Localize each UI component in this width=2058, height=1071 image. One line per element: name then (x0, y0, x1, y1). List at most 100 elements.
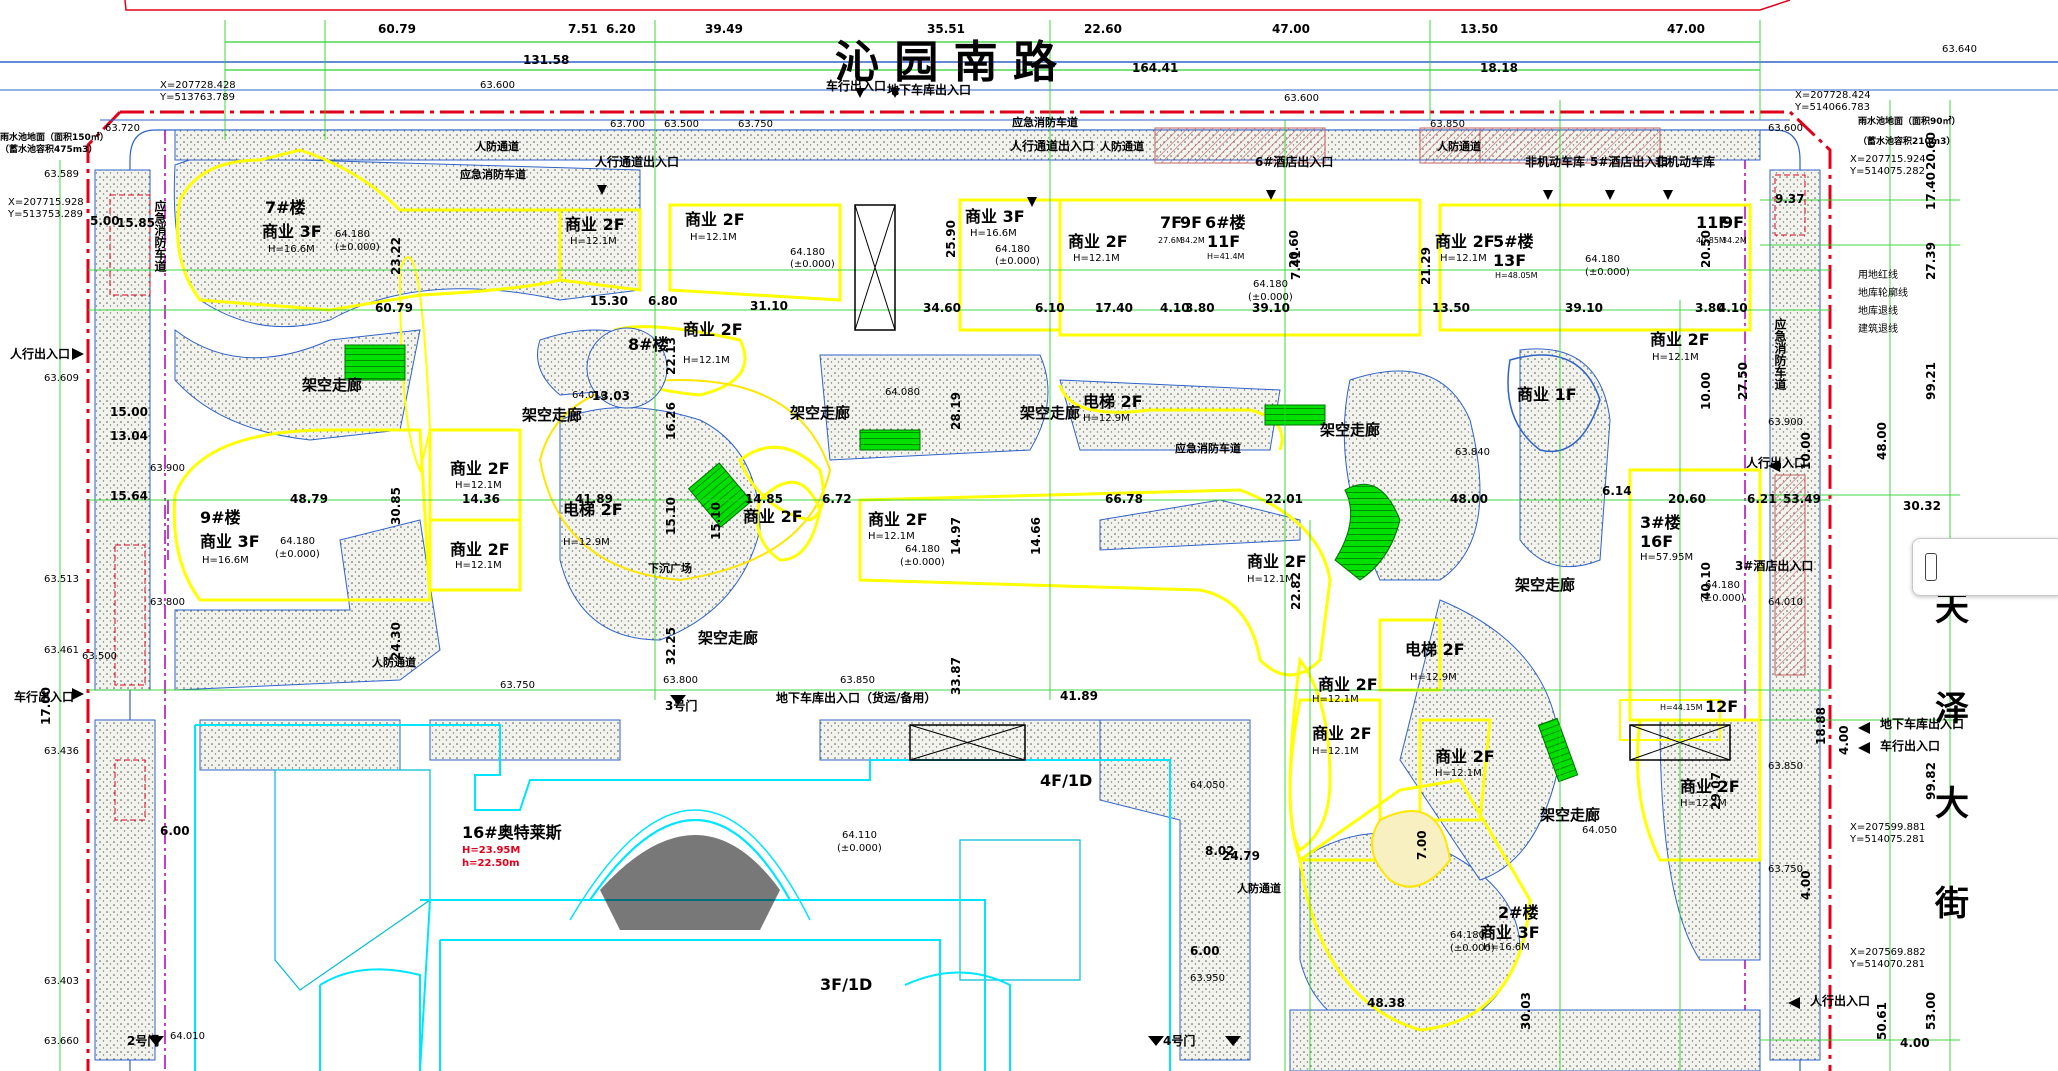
building-label: 电梯 2F (1083, 392, 1143, 411)
ime-toolbar[interactable] (1912, 538, 2058, 596)
height-label: H=12.1M (1435, 768, 1482, 779)
dim-label: 7.41 (1289, 250, 1303, 280)
dim-label: 39.10 (1565, 301, 1603, 315)
dim-label: 13.03 (592, 389, 630, 403)
elevation-label: 63.700 (610, 119, 645, 130)
elevation-label: 63.640 (1942, 44, 1977, 55)
building-label: 商业 2F (1318, 675, 1378, 694)
building-commerce-1f: 商业 1F (1517, 385, 1577, 404)
fire-lane-label: 应急消防车道 (1012, 115, 1078, 129)
building-label: 商业 2F (743, 507, 803, 526)
elevation-label: 64.180 (1253, 279, 1288, 290)
elevation-label: 64.110 (842, 830, 877, 841)
dim-label: 17.00 (39, 687, 53, 725)
elevation-label: 63.589 (44, 169, 79, 180)
ped-passage-label: 人行通道出入口 (1010, 138, 1094, 153)
ped-entrance-label: 人行出入口 (10, 346, 70, 361)
elevation-label: 63.660 (44, 1036, 79, 1047)
building-label: 商业 2F (685, 210, 745, 229)
civil-defense-label: 人防通道 (1437, 139, 1481, 153)
building-label: 3#楼 (1640, 513, 1681, 532)
dim-label: 13.50 (1460, 22, 1498, 36)
height-label: H=16.6M (970, 228, 1017, 239)
building-label: 商业 3F (1480, 923, 1540, 942)
fire-lane-label: 应急消防车道 (153, 199, 167, 273)
dim-label: 48.38 (1367, 996, 1405, 1010)
skybridge-label: 架空走廊 (521, 406, 582, 424)
coordinate-y: Y=514066.783 (1794, 102, 1870, 113)
dim-label: 17.40 (1095, 301, 1133, 315)
elevation-label: 63.609 (44, 373, 79, 384)
building-label: 商业 3F (965, 207, 1025, 226)
site-notes: 应急消防车道 应急消防车道 应急消防车道 人防通道 人防通道 人防通道 人防通道… (0, 115, 1961, 895)
elevation-label: 63.750 (738, 119, 773, 130)
building-commerce-9b: 商业 2F H=12.1M (450, 540, 510, 571)
dim-label: 10.00 (1799, 432, 1813, 470)
building-label: 2#楼 (1498, 903, 1539, 922)
svg-text:大: 大 (1935, 784, 1969, 824)
ime-handle[interactable] (1925, 553, 1937, 581)
dim-label: 22.01 (1265, 492, 1303, 506)
elevation-label: 64.180 (995, 244, 1030, 255)
height-label: H=12.1M (455, 560, 502, 571)
height-label: H=44.15M (1660, 703, 1703, 712)
building-tower-12f: 12F H=44.15M (1660, 697, 1738, 716)
skybridge-label: 架空走廊 (789, 404, 850, 422)
elevation-label: 64.050 (1582, 825, 1617, 836)
height-label: H=12.1M (1073, 253, 1120, 264)
coordinate-x: X=207569.882 (1850, 947, 1926, 958)
dim-label: 32.25 (664, 627, 678, 665)
dim-label: 48.79 (290, 492, 328, 506)
dim-label: 23.22 (389, 237, 403, 275)
dim-label: 22.60 (1084, 22, 1122, 36)
dim-label: 4.10 (1718, 301, 1748, 315)
elevation-label: 63.600 (1284, 93, 1319, 104)
elevation-label: 63.500 (664, 119, 699, 130)
building-tower-9f-b: 9F 34.2M (1722, 213, 1747, 245)
elevation-label: 64.180 (1705, 580, 1740, 591)
building-commerce-3: 商业 3F H=16.6M 64.180 (±0.000) (965, 207, 1040, 267)
dim-label: 48.00 (1450, 492, 1488, 506)
building-commerce-se2: 商业 2F H=12.1M (1312, 724, 1372, 757)
dim-label: 29.07 (1709, 772, 1723, 810)
elevation-label: (±0.000) (837, 843, 882, 854)
stair-6 (1537, 717, 1579, 783)
building-elevator-1: 电梯 2F H=12.9M (1083, 392, 1143, 424)
coordinate-y: Y=514075.281 (1849, 834, 1925, 845)
height-label: 27.6M (1158, 236, 1183, 245)
rain-pool-label: 雨水池地面（面积150㎡） (0, 131, 109, 143)
height-label: H=12.1M (1652, 352, 1699, 363)
building-label: 商业 3F (200, 532, 260, 551)
elevation-label: 63.403 (44, 976, 79, 987)
dim-label: 10.00 (1699, 372, 1713, 410)
building-label: 8#楼 (628, 335, 669, 354)
building-tower-7f: 7F 27.6M (1158, 213, 1183, 245)
dim-label: 28.19 (949, 392, 963, 430)
legend-item: 地库退线 (1858, 304, 1898, 317)
dim-label: 22.82 (1289, 572, 1303, 610)
building-label: 商业 2F (1435, 232, 1495, 251)
sunken-plaza-label: 下沉广场 (648, 561, 692, 575)
vertical-dimensions: 23.22 25.90 20.60 21.29 20.50 22.13 16.2… (39, 132, 1938, 1040)
height-label: H=16.6M (268, 244, 315, 255)
dim-label: 5.00 (90, 214, 120, 228)
building-label: 商业 2F (1680, 777, 1740, 796)
stair-1 (344, 344, 406, 381)
dim-label: 9.37 (1775, 192, 1805, 206)
height-label: 40.85M (1696, 236, 1726, 245)
building-label: 7#楼 (265, 198, 306, 217)
fire-lane-label: 应急消防车道 (1773, 317, 1787, 391)
dim-label: 13.04 (110, 429, 148, 443)
dim-label: 47.00 (1272, 22, 1310, 36)
building-6: 6#楼 11F H=41.4M 64.180 (±0.000) (1205, 213, 1293, 303)
elevation-label: 64.180 (1585, 254, 1620, 265)
height-label: H=12.1M (683, 355, 730, 366)
elevation-label: 64.010 (572, 390, 607, 401)
height-label: H=12.1M (1680, 798, 1727, 809)
stair-3 (859, 429, 921, 451)
dim-label: 15.85 (117, 216, 155, 230)
elevation-label: 63.900 (150, 463, 185, 474)
legend-item: 用地红线 (1858, 268, 1898, 281)
elevation-label: 64.180 (335, 229, 370, 240)
